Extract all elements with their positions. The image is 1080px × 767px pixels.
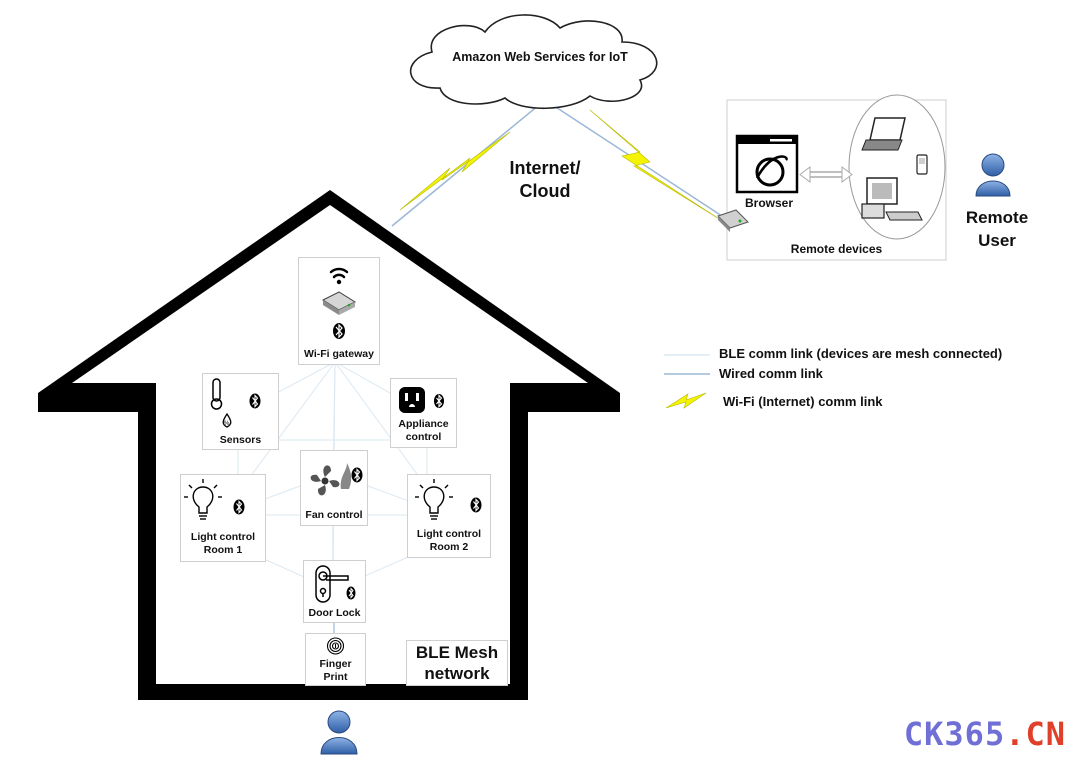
appliance-label-line1: Appliance	[398, 418, 449, 430]
bluetooth-icon	[233, 499, 245, 515]
lightbulb-icon	[415, 479, 453, 520]
humidity-icon: %	[222, 412, 232, 428]
laptop-icon	[861, 117, 906, 151]
fan-icon	[310, 463, 363, 496]
finger-label-line1: Finger	[319, 658, 352, 670]
light2-label-line2: Room 2	[429, 541, 469, 553]
bluetooth-icon	[249, 393, 261, 409]
remote-user-label-line2: User	[978, 231, 1016, 250]
legend-ble-text: BLE comm link (devices are mesh connecte…	[719, 346, 1003, 361]
fingerprint-icon	[326, 637, 345, 655]
wifi-bolt-left	[399, 131, 511, 211]
legend-wifi-bolt	[665, 392, 707, 409]
legend-wifi-text: Wi-Fi (Internet) comm link	[723, 394, 883, 409]
node-fan-control: Fan control	[300, 450, 368, 526]
ble-mesh-label-box: BLE Mesh network	[406, 640, 508, 686]
browser-icon	[735, 134, 799, 194]
ble-mesh-label-line1: BLE Mesh	[415, 643, 499, 662]
node-light-control-room2: Light control Room 2	[407, 474, 491, 558]
local-user-icon	[320, 710, 358, 755]
appliance-label-line2: control	[405, 431, 442, 443]
node-sensors: % Sensors	[202, 373, 279, 450]
watermark-logo: CK365.CN	[904, 715, 1066, 753]
light1-label-line1: Light control	[190, 531, 256, 543]
power-outlet-icon	[399, 387, 425, 413]
door-lock-icon	[315, 565, 356, 603]
fan-blades-icon	[310, 465, 340, 496]
node-door-lock: Door Lock	[303, 560, 366, 623]
wifi-icon	[329, 267, 349, 279]
sync-arrow-icon	[799, 166, 853, 183]
node-finger-print: Finger Print	[305, 633, 366, 686]
legend-wired-text: Wired comm link	[719, 366, 823, 381]
watermark-part2: .CN	[1005, 715, 1066, 753]
house-outline	[38, 190, 620, 700]
node-light-control-room1: Light control Room 1	[180, 474, 266, 562]
remote-user-icon	[975, 153, 1011, 197]
bluetooth-icon	[346, 586, 356, 600]
cloud-label: Amazon Web Services for IoT	[452, 50, 628, 64]
internet-label-line1: Internet/	[509, 158, 581, 178]
flame-icon	[340, 463, 352, 489]
browser-label: Browser	[744, 196, 794, 210]
light2-label-line1: Light control	[416, 528, 482, 540]
svg-text:%: %	[224, 421, 230, 427]
gateway-icon	[321, 267, 357, 339]
watermark-part1: CK365	[903, 715, 1006, 753]
phone-icon	[916, 154, 928, 175]
fan-label: Fan control	[305, 509, 363, 521]
router-icon	[321, 291, 357, 315]
bluetooth-icon	[434, 394, 444, 408]
remote-user-label-line1: Remote	[965, 208, 1029, 227]
light1-label-line2: Room 1	[203, 544, 243, 556]
node-wifi-gateway: Wi-Fi gateway	[298, 257, 380, 365]
sensors-icon: %	[210, 378, 261, 428]
appliance-icon	[399, 387, 444, 413]
desktop-icon	[861, 177, 923, 221]
remote-gateway-icon	[717, 209, 749, 232]
bluetooth-icon	[333, 323, 345, 339]
lightbulb-icon	[184, 479, 222, 520]
finger-label-line2: Print	[323, 671, 348, 683]
ble-mesh-label-line2: network	[424, 664, 490, 683]
wifi-bolt-right	[589, 109, 725, 223]
door-lock-label: Door Lock	[308, 607, 361, 619]
bluetooth-icon	[351, 467, 363, 483]
node-appliance-control: Appliance control	[390, 378, 457, 448]
bluetooth-icon	[470, 497, 482, 513]
lightbulb-icon-room2	[415, 479, 482, 520]
internet-label-line2: Cloud	[519, 181, 571, 201]
lightbulb-icon-room1	[184, 479, 245, 520]
sensors-label: Sensors	[219, 434, 262, 446]
thermometer-icon	[210, 378, 223, 410]
gateway-label: Wi-Fi gateway	[304, 348, 374, 360]
cloud-shape	[410, 14, 658, 110]
door-handle-icon	[315, 565, 349, 603]
remote-devices-label: Remote devices	[790, 242, 883, 256]
